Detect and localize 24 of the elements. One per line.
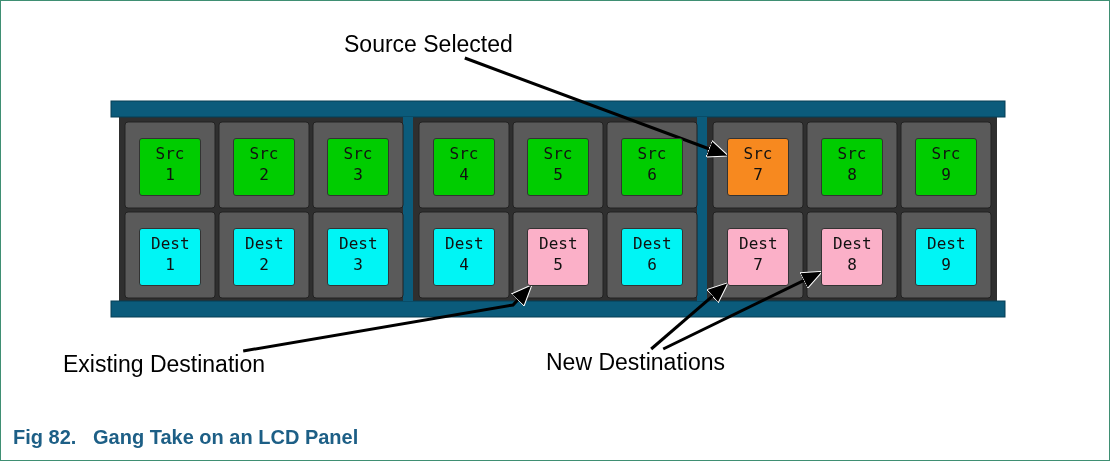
destination-key: Dest 2 bbox=[233, 228, 295, 286]
arrow bbox=[650, 282, 729, 351]
source-key: Src 6 bbox=[621, 138, 683, 196]
source-key: Src 4 bbox=[433, 138, 495, 196]
destination-key: Dest 4 bbox=[433, 228, 495, 286]
arrow bbox=[242, 284, 533, 353]
source-key: Src 9 bbox=[915, 138, 977, 196]
source-key: Src 3 bbox=[327, 138, 389, 196]
destination-key: Dest 3 bbox=[327, 228, 389, 286]
callout-label: New Destinations bbox=[546, 349, 725, 376]
callout-label: Source Selected bbox=[344, 31, 513, 58]
destination-key: Dest 9 bbox=[915, 228, 977, 286]
destination-key: Dest 5 bbox=[527, 228, 589, 286]
source-key: Src 1 bbox=[139, 138, 201, 196]
destination-key: Dest 8 bbox=[821, 228, 883, 286]
destination-key: Dest 7 bbox=[727, 228, 789, 286]
source-key: Src 7 bbox=[727, 138, 789, 196]
callout-label: Existing Destination bbox=[63, 351, 265, 378]
destination-key: Dest 6 bbox=[621, 228, 683, 286]
source-key: Src 5 bbox=[527, 138, 589, 196]
destination-key: Dest 1 bbox=[139, 228, 201, 286]
source-key: Src 8 bbox=[821, 138, 883, 196]
figure-caption: Fig 82. Gang Take on an LCD Panel bbox=[13, 426, 359, 449]
source-key: Src 2 bbox=[233, 138, 295, 196]
